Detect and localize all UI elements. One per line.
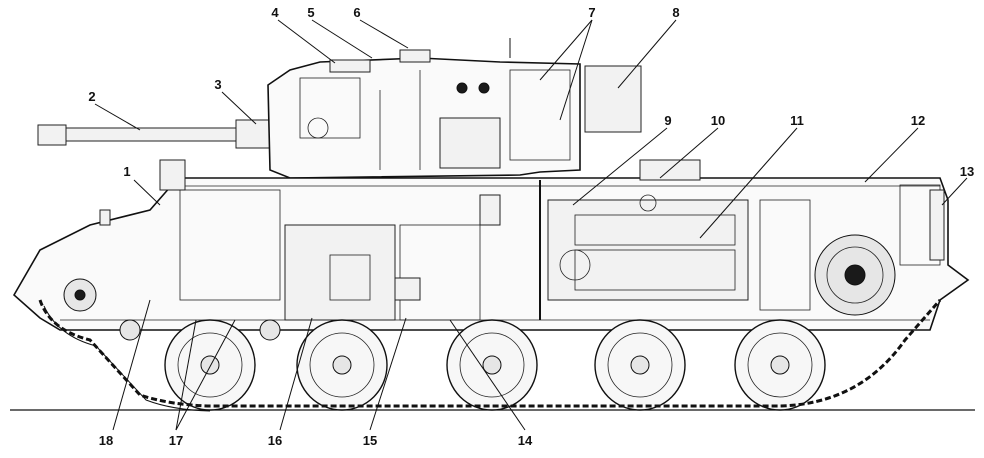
fighting-compartment: [179, 180, 541, 321]
callout-12: 12: [911, 113, 925, 128]
callout-3: 3: [214, 77, 221, 92]
front-idler: [63, 159, 281, 341]
callout-4: 4: [271, 5, 279, 20]
turret: [267, 38, 642, 179]
callout-5: 5: [307, 5, 314, 20]
callout-8: 8: [672, 5, 679, 20]
callout-11: 11: [790, 113, 804, 128]
callout-6: 6: [353, 5, 360, 20]
callout-18: 18: [99, 433, 113, 448]
turret-stowage-box: [584, 65, 642, 133]
gun-barrel: [37, 119, 277, 149]
callout-14: 14: [518, 433, 533, 448]
rear-compartment: [759, 184, 945, 316]
callout-15: 15: [363, 433, 377, 448]
callout-7: 7: [588, 5, 595, 20]
callout-13: 13: [960, 164, 974, 179]
leader-lines: [94, 19, 968, 431]
callout-10: 10: [711, 113, 725, 128]
callout-17: 17: [169, 433, 183, 448]
engine: [547, 159, 749, 301]
callout-16: 16: [268, 433, 282, 448]
road-wheels: [164, 319, 826, 411]
callout-2: 2: [88, 89, 95, 104]
callout-9: 9: [664, 113, 671, 128]
callout-1: 1: [123, 164, 130, 179]
